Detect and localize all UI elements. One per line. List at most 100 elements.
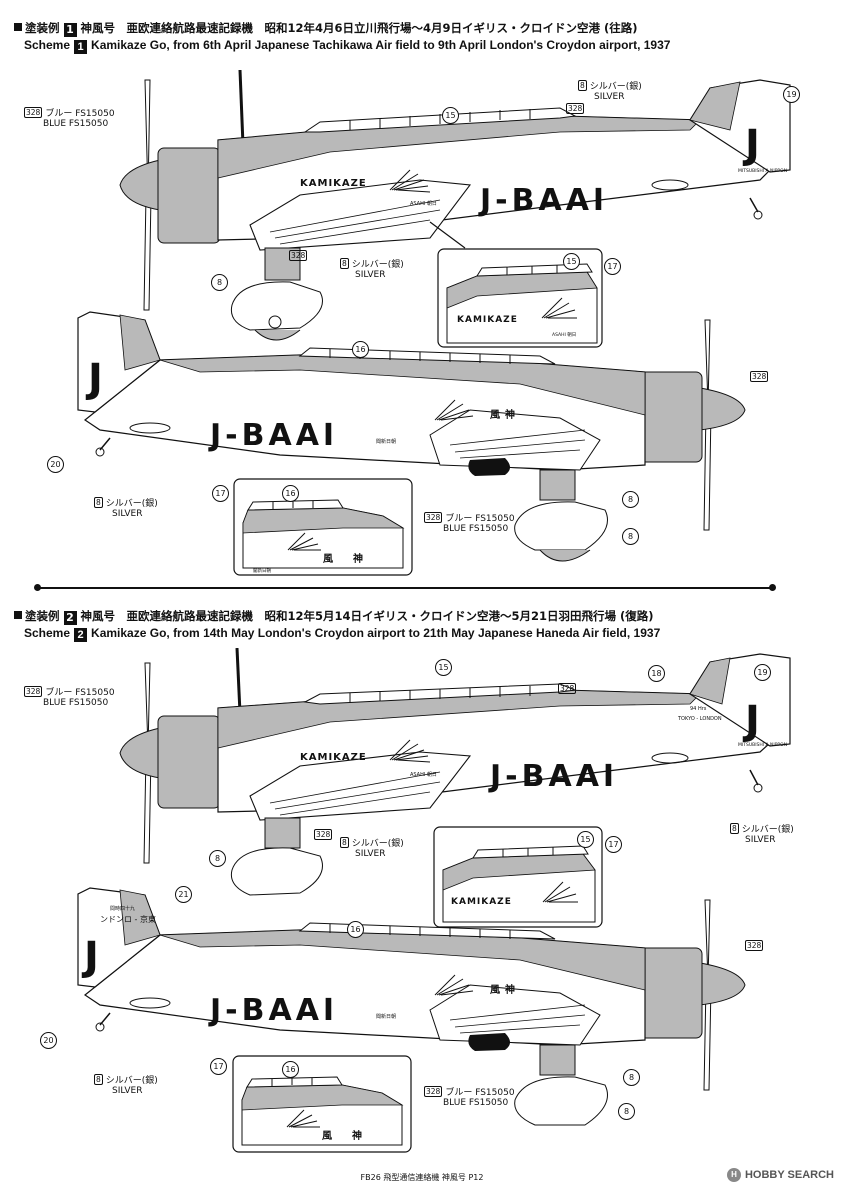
callout-19: 19 bbox=[754, 664, 771, 681]
paint-name: シルバー(銀) bbox=[741, 825, 794, 835]
fin-blue-leading-edge bbox=[689, 81, 741, 131]
tail-letter-marking: J bbox=[85, 356, 103, 402]
paint-code-chip: 8 bbox=[340, 258, 349, 269]
tail-wheel bbox=[95, 1022, 105, 1032]
label-blue-en: BLUE FS15050 bbox=[43, 119, 109, 129]
wheel-hub bbox=[268, 315, 282, 329]
exhaust-oval bbox=[651, 179, 689, 191]
scheme-label-en: Scheme bbox=[24, 626, 71, 640]
label-blue-en-4: BLUE FS15050 bbox=[443, 1098, 509, 1108]
callout-15-inset: 15 bbox=[563, 253, 580, 270]
propeller-blade-upper bbox=[144, 79, 151, 196]
label-silver-gear-en: SILVER bbox=[355, 270, 386, 280]
exhaust-oval bbox=[129, 422, 171, 434]
paint-name: シルバー(銀) bbox=[351, 839, 404, 849]
tail-letter-marking: J bbox=[81, 934, 99, 980]
fin-blue-leading-edge bbox=[689, 657, 731, 705]
scheme-number-badge: 1 bbox=[63, 23, 77, 37]
paint-name: ブルー FS15050 bbox=[45, 109, 115, 119]
hinomaru-style-underwing bbox=[468, 1033, 510, 1051]
route-marking: TOKYO - LONDON bbox=[677, 716, 722, 722]
newspaper-marking: 聞新日朝 bbox=[376, 1013, 396, 1020]
scheme-1-plane-right-view: J J-BAAI 風 神 聞新日朝 bbox=[77, 311, 746, 562]
label-blue-en-2: BLUE FS15050 bbox=[443, 524, 509, 534]
callout-17: 17 bbox=[210, 1058, 227, 1075]
propeller-blade-lower bbox=[143, 194, 152, 311]
spinner bbox=[119, 159, 161, 211]
kanji-marking-2: 神 bbox=[505, 983, 515, 996]
callout-17: 17 bbox=[212, 485, 229, 502]
scheme-1-inset-detail-b: 風 神 聞新日朝 bbox=[233, 478, 413, 576]
scheme-2-plane-right-view: J 間時四十九 ンドンロ - 京東 J-BAAI 風 神 聞新日朝 bbox=[77, 887, 746, 1126]
tail-wheel bbox=[753, 783, 763, 793]
callout-16: 16 bbox=[352, 341, 369, 358]
paint-code-chip: 328 bbox=[289, 250, 308, 261]
kanji-marking-2: 神 bbox=[505, 408, 515, 421]
propeller-blade-upper bbox=[704, 319, 711, 406]
paint-code-chip: 328 bbox=[314, 829, 333, 840]
scheme-number-badge: 2 bbox=[74, 628, 88, 642]
paint-code-chip: 328 bbox=[424, 1086, 443, 1097]
wing-panel-lines bbox=[269, 199, 441, 245]
inset-kamikaze-marking: KAMIKAZE bbox=[457, 315, 518, 325]
kanji-marking-1: 風 bbox=[490, 984, 500, 996]
scheme-1-plane-left-view: J MITSUBISHI A NIPPON KAMIKAZE J-BAAI AS… bbox=[119, 69, 791, 341]
hobby-search-logo-icon: H bbox=[726, 1168, 741, 1182]
asahi-marking: ASAHI 朝日 bbox=[410, 772, 437, 778]
callout-21: 21 bbox=[175, 886, 192, 903]
paint-name: シルバー(銀) bbox=[105, 1076, 158, 1086]
paint-code-chip: 328 bbox=[424, 512, 443, 523]
inset-kanji-2: 神 bbox=[352, 1129, 362, 1142]
separator-dot-right bbox=[769, 584, 776, 591]
scheme-1-inset-detail-a: KAMIKAZE ASAHI 朝日 bbox=[437, 248, 603, 348]
label-blue-en-3: BLUE FS15050 bbox=[43, 698, 109, 708]
hinomaru-style-underwing bbox=[468, 458, 510, 476]
propeller-blade-upper bbox=[704, 899, 711, 981]
spinner bbox=[119, 727, 161, 779]
scheme-number-badge: 1 bbox=[74, 40, 88, 54]
label-silver-en-4: SILVER bbox=[112, 1086, 143, 1096]
paint-code-chip: 328 bbox=[558, 683, 577, 694]
gear-strut-fairing bbox=[264, 817, 301, 849]
engine-cowling bbox=[639, 947, 703, 1039]
paint-name: ブルー FS15050 bbox=[45, 688, 115, 698]
kamikaze-name-marking: KAMIKAZE bbox=[300, 178, 367, 189]
callout-8: 8 bbox=[618, 1103, 635, 1120]
inset-kanji-2: 神 bbox=[353, 552, 363, 565]
paint-code-chip: 8 bbox=[730, 823, 739, 834]
label-328-chip: 328 bbox=[566, 103, 587, 116]
scheme-label-en: Scheme bbox=[24, 38, 71, 52]
callout-20: 20 bbox=[40, 1032, 57, 1049]
callout-20: 20 bbox=[47, 456, 64, 473]
scheme-2-description-ja: 神風号 亜欧連絡航路最速記録機 昭和12年5月14日イギリス・クロイドン空港〜5… bbox=[80, 609, 654, 623]
wheel-pant bbox=[514, 501, 608, 551]
watermark-text: HOBBY SEARCH bbox=[744, 1169, 834, 1181]
exhaust-oval bbox=[651, 752, 689, 764]
inset-newspaper-marking: 聞新日朝 bbox=[253, 567, 271, 574]
label-silver-gear-en-2: SILVER bbox=[355, 849, 386, 859]
asahi-marking: ASAHI 朝日 bbox=[410, 201, 437, 207]
exhaust-oval bbox=[129, 997, 171, 1009]
propeller-blade-upper bbox=[144, 662, 151, 749]
engine-cowling bbox=[639, 371, 703, 463]
maker-marking: MITSUBISHI A NIPPON bbox=[738, 168, 787, 174]
paint-code-chip: 328 bbox=[750, 371, 769, 382]
callout-15-inset: 15 bbox=[577, 831, 594, 848]
callout-17: 17 bbox=[605, 836, 622, 853]
tail-letter-marking: J bbox=[742, 122, 760, 168]
label-328-chip-nose: 328 bbox=[750, 371, 771, 384]
scheme-2-description-en: Kamikaze Go, from 14th May London's Croy… bbox=[91, 626, 661, 640]
scheme-number-badge: 2 bbox=[63, 611, 77, 625]
bullet-square-icon bbox=[14, 611, 22, 619]
label-silver-en-3: SILVER bbox=[745, 835, 776, 845]
scheme-separator bbox=[40, 587, 770, 589]
tail-wheel bbox=[95, 447, 105, 457]
tail-letter-marking: J bbox=[742, 698, 760, 744]
